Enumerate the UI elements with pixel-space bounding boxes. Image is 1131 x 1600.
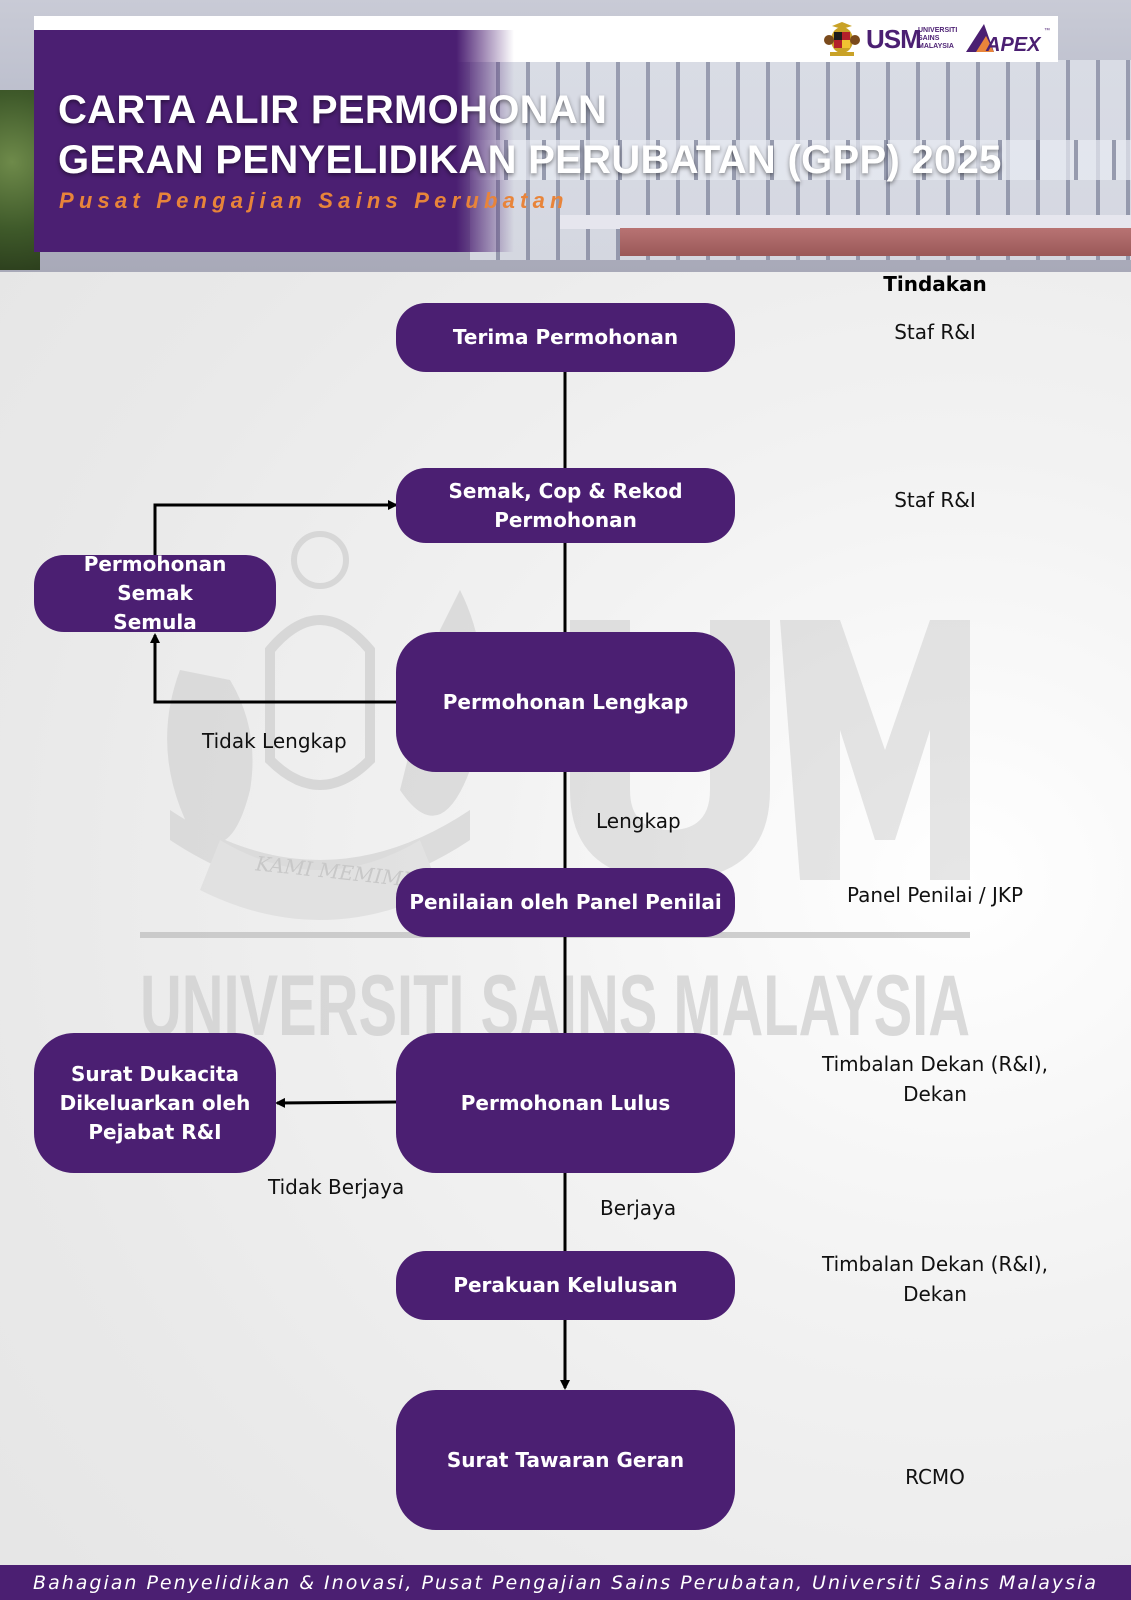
node-semak-semula-label-line-2: Semula [113,610,197,634]
connector-tidak-berjaya [275,1097,397,1108]
tree-photo [0,90,40,270]
node-dukacita-label-line-3: Pejabat R&I [88,1119,222,1144]
action-penilaian: Panel Penilai / JKP [846,883,1024,907]
usm-logo-text-line-1: UNIVERSITI [918,27,958,34]
page-subtitle: Pusat Pengajian Sains Perubatan [59,188,569,213]
connector-tidak-lengkap [150,633,396,704]
building-eave [560,215,1131,229]
actions-column-header: Tindakan [883,272,987,296]
action-terima: Staf R&I [894,320,976,344]
node-surat-tawaran-geran: Surat Tawaran Geran [396,1390,735,1530]
logos: USM UNIVERSITI SAINS MALAYSIA APEX ™ [824,20,1052,58]
node-semak-semula-label-line-1: Permohonan Semak [83,552,227,605]
apex-logo-tm: ™ [1044,27,1050,34]
node-permohonan-lengkap: Permohonan Lengkap [396,632,735,772]
crest-logo-icon [824,22,860,56]
title-panel [34,30,514,252]
action-perakuan-line-2: Dekan [903,1282,967,1306]
node-penilaian-label: Penilaian oleh Panel Penilai [409,890,722,914]
usm-logo: USM [866,24,922,54]
action-lulus-line-1: Timbalan Dekan (R&I), [821,1052,1048,1076]
node-semak-label-line-2: Permohonan [494,507,637,532]
node-semak-label-line-1: Semak, Cop & Rekod [448,478,683,503]
building-roof [620,228,1131,256]
node-perakuan-label: Perakuan Kelulusan [453,1273,678,1297]
edge-label-berjaya: Berjaya [600,1196,677,1220]
action-perakuan: Timbalan Dekan (R&I), Dekan [785,1249,1085,1309]
edge-label-tidak-berjaya: Tidak Berjaya [268,1175,405,1199]
node-dukacita-label-line-2: Dikeluarkan oleh [59,1090,251,1115]
usm-logo-text-line-2: SAINS [918,35,940,42]
usm-logo-text: UNIVERSITI SAINS MALAYSIA [918,27,957,51]
page-title-line-2: GERAN PENYELIDIKAN PERUBATAN (GPP) 2025 [58,138,1002,182]
connector-semak-semula [153,500,398,555]
node-semak-cop-rekod: Semak, Cop & Rekod Permohonan [396,468,735,543]
apex-logo-text: APEX [985,34,1042,56]
node-perakuan-kelulusan: Perakuan Kelulusan [396,1251,735,1320]
node-permohonan-lulus: Permohonan Lulus [396,1033,735,1173]
edge-label-lengkap: Lengkap [596,809,681,833]
node-permohonan-semak-semula: Permohonan Semak Semula [34,552,276,634]
node-terima-permohonan-label: Terima Permohonan [452,325,679,349]
action-semak: Staf R&I [894,488,976,512]
edge-label-tidak-lengkap: Tidak Lengkap [202,729,347,753]
header-banner: CARTA ALIR PERMOHONAN GERAN PENYELIDIKAN… [0,0,1131,272]
action-lulus-line-2: Dekan [903,1082,967,1106]
node-permohonan-lulus-label: Permohonan Lulus [460,1090,671,1115]
usm-logo-text-line-3: MALAYSIA [918,43,954,50]
node-permohonan-lengkap-label: Permohonan Lengkap [442,689,689,714]
building-windows [470,140,1131,180]
node-penilaian-panel: Penilaian oleh Panel Penilai [396,868,735,937]
node-dukacita-label-line-1: Surat Dukacita [71,1061,239,1086]
apex-logo-icon: APEX ™ [966,24,1050,56]
page-title-line-1: CARTA ALIR PERMOHONAN [58,88,608,132]
action-lulus: Timbalan Dekan (R&I), Dekan [785,1049,1085,1109]
footer-bar: Bahagian Penyelidikan & Inovasi, Pusat P… [0,1565,1131,1600]
action-tawaran: RCMO [905,1465,965,1489]
node-terima-permohonan: Terima Permohonan [396,303,735,372]
node-tawaran-label: Surat Tawaran Geran [446,1447,685,1472]
node-surat-dukacita: Surat Dukacita Dikeluarkan oleh Pejabat … [34,1033,276,1173]
footer-text: Bahagian Penyelidikan & Inovasi, Pusat P… [33,1571,1098,1594]
action-perakuan-line-1: Timbalan Dekan (R&I), [821,1252,1048,1276]
